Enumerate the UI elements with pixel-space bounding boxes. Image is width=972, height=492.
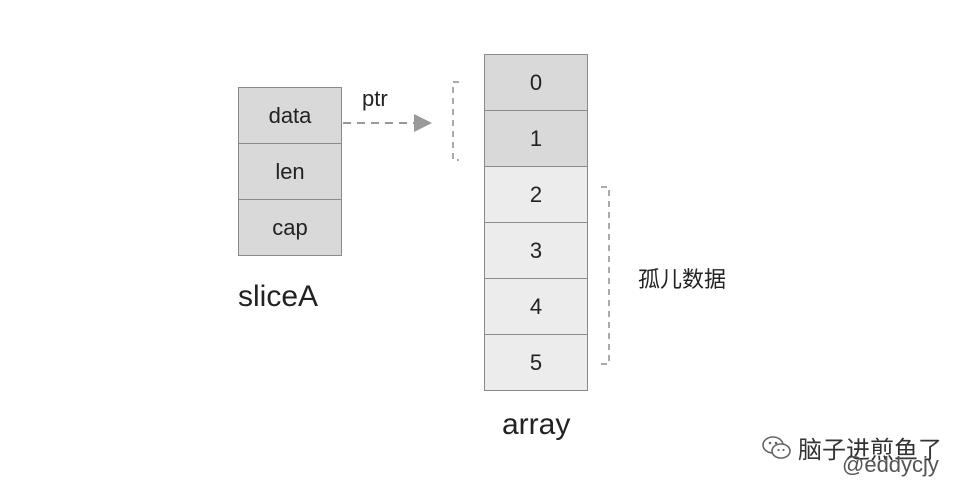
array-cell-0: 0: [484, 54, 588, 111]
slice-field-len: len: [238, 143, 342, 200]
watermark-handle: @eddycjy: [842, 452, 939, 477]
array-start-bracket: [452, 81, 459, 161]
pointer-arrowhead: [414, 114, 432, 132]
slice-name: sliceA: [238, 280, 319, 313]
pointer-label: ptr: [362, 86, 388, 111]
array-cell-1: 1: [484, 110, 588, 167]
array-cell-3: 3: [484, 222, 588, 279]
array-cell-4: 4: [484, 278, 588, 335]
orphan-data-label: 孤儿数据: [638, 267, 727, 292]
orphan-bracket: [601, 186, 610, 365]
watermark: 脑子进煎鱼了: [762, 430, 942, 465]
array-cell-2: 2: [484, 166, 588, 223]
slice-field-cap: cap: [238, 199, 342, 256]
slice-field-data: data: [238, 87, 342, 144]
watermark-account: 脑子进煎鱼了: [798, 437, 942, 464]
wechat-icon: [762, 435, 792, 461]
array-cell-5: 5: [484, 334, 588, 391]
array-name: array: [502, 408, 571, 441]
